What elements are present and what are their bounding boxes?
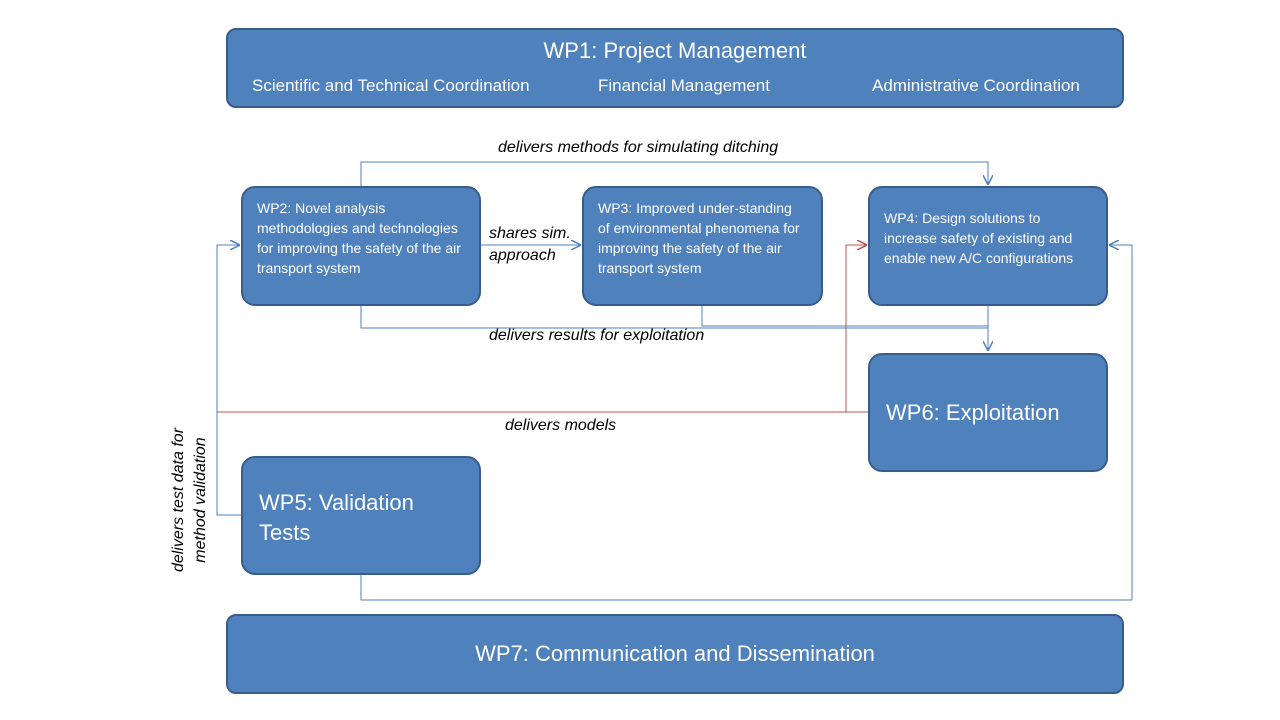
connector-models-to-wp4 [845,245,868,413]
label-delivers-results: delivers results for exploitation [489,327,705,344]
wp1-title: WP1: Project Management [543,38,807,63]
wp2-box: WP2: Novel analysis methodologies and te… [241,186,481,306]
connector-wp5-wp4 [360,245,1133,601]
wp1-sub-scientific: Scientific and Technical Coordination [252,76,530,95]
connector-ditching [360,161,988,186]
wp7-box: WP7: Communication and Dissemination [226,614,1124,694]
label-delivers-models: delivers models [505,417,617,434]
wp3-box: WP3: Improved under-standing of environm… [582,186,823,306]
connector-results-wp2 [360,306,988,350]
wp5-box: WP5: Validation Tests [241,456,481,575]
connector-testdata [216,245,241,516]
label-delivers-ditching: delivers methods for simulating ditching [498,139,779,156]
wp6-box: WP6: Exploitation [868,353,1108,472]
label-shares-approach: shares sim. approach [489,225,571,264]
label-delivers-test-data: delivers test data for method validation [170,427,209,573]
wp1-sub-financial: Financial Management [598,76,770,95]
wp1-project-management-box: WP1: Project Management Scientific and T… [226,28,1124,108]
connector-results-wp3 [701,306,988,327]
wp4-box: WP4: Design solutions to increase safety… [868,186,1108,306]
wp1-sub-administrative: Administrative Coordination [872,76,1080,95]
